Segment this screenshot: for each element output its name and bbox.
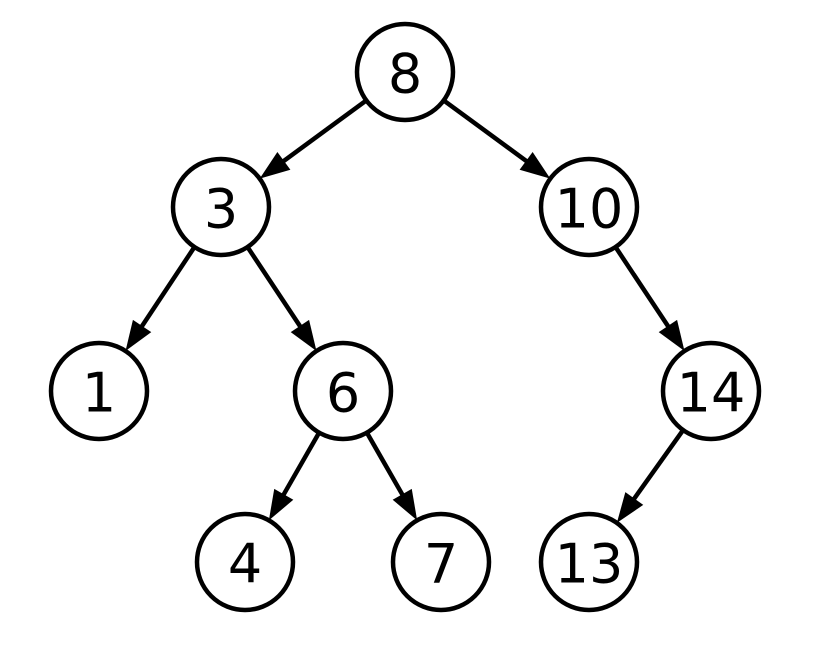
arrowhead-icon (125, 319, 152, 351)
edges-layer (125, 98, 685, 523)
tree-node-14: 14 (660, 340, 762, 442)
node-label: 13 (555, 533, 624, 596)
node-label: 6 (326, 362, 360, 425)
arrowhead-icon (268, 488, 294, 521)
node-label: 4 (228, 533, 262, 596)
tree-node-6: 6 (292, 340, 394, 442)
node-circle (354, 21, 456, 123)
node-circle (538, 156, 640, 258)
tree-node-13: 13 (538, 511, 640, 613)
edge-line (245, 245, 303, 329)
arrowhead-icon (616, 492, 644, 523)
arrowhead-icon (392, 488, 418, 521)
node-circle (48, 340, 150, 442)
tree-node-10: 10 (538, 156, 640, 258)
tree-node-7: 7 (390, 511, 492, 613)
node-label: 3 (204, 178, 238, 241)
tree-node-1: 1 (48, 340, 150, 442)
edge-14-to-13 (616, 428, 685, 523)
edge-line (442, 98, 530, 164)
edge-line (364, 431, 406, 498)
edge-6-to-4 (268, 431, 322, 521)
node-circle (660, 340, 762, 442)
arrowhead-icon (658, 319, 685, 351)
node-circle (390, 511, 492, 613)
node-circle (538, 511, 640, 613)
node-label: 14 (677, 362, 746, 425)
edge-3-to-1 (125, 245, 197, 351)
tree-node-4: 4 (194, 511, 296, 613)
edge-line (631, 428, 685, 502)
tree-node-8: 8 (354, 21, 456, 123)
edge-line (280, 98, 368, 164)
edge-3-to-6 (245, 245, 317, 351)
node-circle (194, 511, 296, 613)
edge-line (280, 431, 322, 498)
node-label: 1 (82, 362, 116, 425)
arrowhead-icon (259, 151, 291, 179)
edge-line (613, 245, 671, 329)
edge-8-to-3 (259, 98, 368, 179)
edge-6-to-7 (364, 431, 418, 521)
node-circle (292, 340, 394, 442)
edge-8-to-10 (442, 98, 551, 179)
edge-line (139, 245, 197, 329)
nodes-layer: 8 3 10 1 6 14 4 7 (48, 21, 762, 613)
node-label: 7 (424, 533, 458, 596)
arrowhead-icon (290, 319, 317, 351)
node-label: 10 (555, 178, 624, 241)
node-label: 8 (388, 43, 422, 106)
edge-10-to-14 (613, 245, 685, 351)
tree-node-3: 3 (170, 156, 272, 258)
arrowhead-icon (519, 151, 551, 179)
node-circle (170, 156, 272, 258)
